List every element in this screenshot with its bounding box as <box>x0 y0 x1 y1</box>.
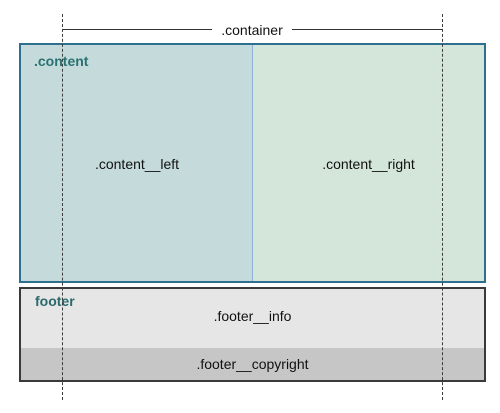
footer-copyright-region <box>21 348 484 380</box>
footer-label: footer <box>35 293 75 309</box>
footer-info-label: .footer__info <box>213 308 292 324</box>
container-right-guide <box>442 14 443 400</box>
footer-block <box>19 287 486 382</box>
content-divider <box>252 45 253 281</box>
footer-copyright-label: .footer__copyright <box>196 356 309 372</box>
content-left-region <box>21 45 253 281</box>
content-label: .content <box>34 53 89 69</box>
container-label-wrap: .container <box>62 20 442 40</box>
container-left-guide <box>62 14 63 400</box>
footer-info-region <box>21 289 484 348</box>
content-right-label: .content__right <box>322 156 415 172</box>
content-right-region <box>253 45 484 281</box>
content-left-label: .content__left <box>94 156 180 172</box>
content-block <box>19 43 486 283</box>
container-label: .container <box>212 21 292 39</box>
